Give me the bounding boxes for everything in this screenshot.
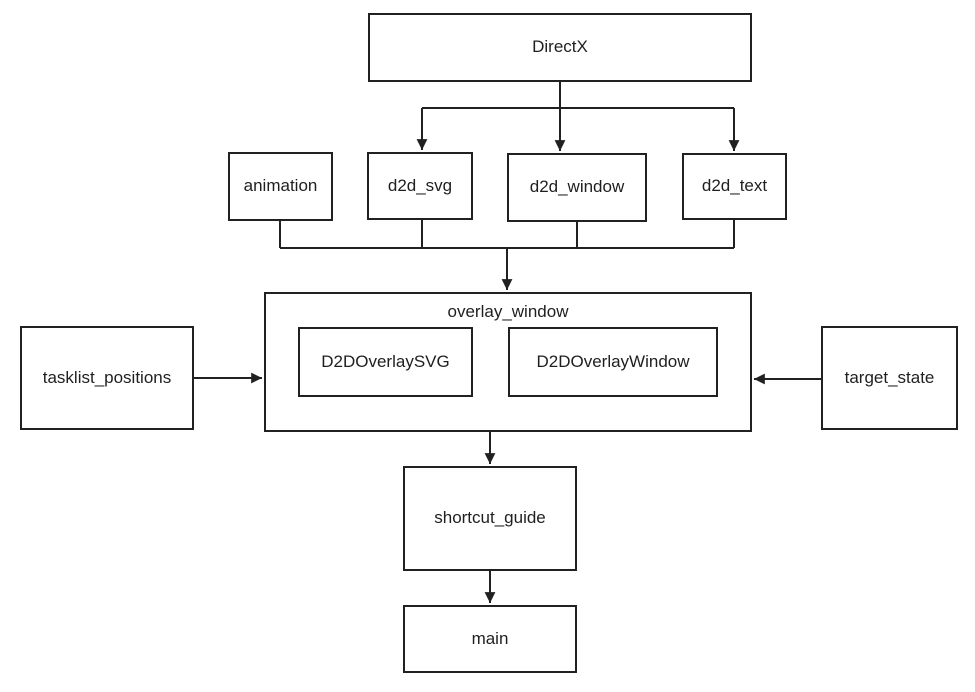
node-directx-label: DirectX <box>532 37 588 57</box>
node-shortcut-guide-label: shortcut_guide <box>434 508 546 528</box>
node-target-state-label: target_state <box>844 367 935 387</box>
node-directx: DirectX <box>368 13 752 82</box>
node-animation-label: animation <box>243 176 318 196</box>
node-overlay-window-label: overlay_window <box>447 302 569 321</box>
node-shortcut-guide: shortcut_guide <box>403 466 577 571</box>
node-overlay-window: overlay_window D2DOverlaySVG D2DOverlayW… <box>264 292 752 432</box>
node-animation: animation <box>228 152 333 221</box>
node-d2d-text-label: d2d_text <box>701 176 768 196</box>
node-tasklist-positions: tasklist_positions <box>20 326 194 430</box>
node-d2d-overlay-svg-label: D2DOverlaySVG <box>321 351 450 371</box>
node-main-label: main <box>471 628 509 648</box>
node-target-state: target_state <box>821 326 958 430</box>
node-d2d-svg-label: d2d_svg <box>387 175 453 195</box>
node-main: main <box>403 605 577 673</box>
node-d2d-overlay-window: D2DOverlayWindow <box>508 327 718 397</box>
node-d2d-overlay-svg: D2DOverlaySVG <box>298 327 473 397</box>
node-d2d-text: d2d_text <box>682 153 787 220</box>
node-d2d-svg: d2d_svg <box>367 152 473 220</box>
node-d2d-window: d2d_window <box>507 153 647 222</box>
node-d2d-window-label: d2d_window <box>529 177 625 197</box>
node-d2d-overlay-window-label: D2DOverlayWindow <box>536 351 690 371</box>
node-tasklist-positions-label: tasklist_positions <box>42 367 172 387</box>
